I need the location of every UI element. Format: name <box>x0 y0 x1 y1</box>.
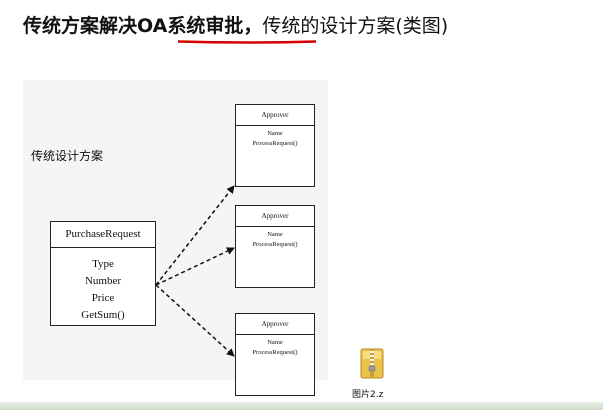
approver-members: Name ProcessRequest() <box>236 126 314 149</box>
approver-class-2: Approver Name ProcessRequest() <box>235 205 315 288</box>
purchase-request-name: PurchaseRequest <box>51 222 155 248</box>
slide-title-normal: 传统的设计方案(类图) <box>262 15 449 37</box>
approver-member: ProcessRequest() <box>252 140 298 147</box>
purchase-request-class: PurchaseRequest Type Number Price GetSum… <box>50 221 156 326</box>
purchase-request-member: Number <box>84 275 122 287</box>
zip-folder-icon[interactable] <box>360 347 384 379</box>
file-label[interactable]: 图片2.z <box>352 390 384 400</box>
approver-member: Name <box>267 231 283 238</box>
approver-class-1: Approver Name ProcessRequest() <box>235 104 315 187</box>
bottom-strip <box>0 402 603 410</box>
purchase-request-member: Type <box>92 258 114 270</box>
diagram-label: 传统设计方案 <box>31 149 104 163</box>
approver-member: Name <box>267 130 283 137</box>
approver-member: ProcessRequest() <box>252 349 298 356</box>
approver-member: Name <box>267 339 283 346</box>
approver-members: Name ProcessRequest() <box>236 227 314 250</box>
approver-class-3: Approver Name ProcessRequest() <box>235 313 315 396</box>
slide-title: 传统方案解决OA系统审批，传统的设计方案(类图) <box>23 12 448 40</box>
approver-member: ProcessRequest() <box>252 241 298 248</box>
slide-title-bold: 传统方案解决OA系统审批， <box>23 15 263 37</box>
approver-name: Approver <box>236 105 314 126</box>
approver-name: Approver <box>236 206 314 227</box>
title-underline <box>178 40 316 44</box>
purchase-request-member: Price <box>91 292 115 304</box>
purchase-request-members: Type Number Price GetSum() <box>51 248 155 324</box>
approver-members: Name ProcessRequest() <box>236 335 314 358</box>
approver-name: Approver <box>236 314 314 335</box>
purchase-request-member: GetSum() <box>81 309 125 321</box>
